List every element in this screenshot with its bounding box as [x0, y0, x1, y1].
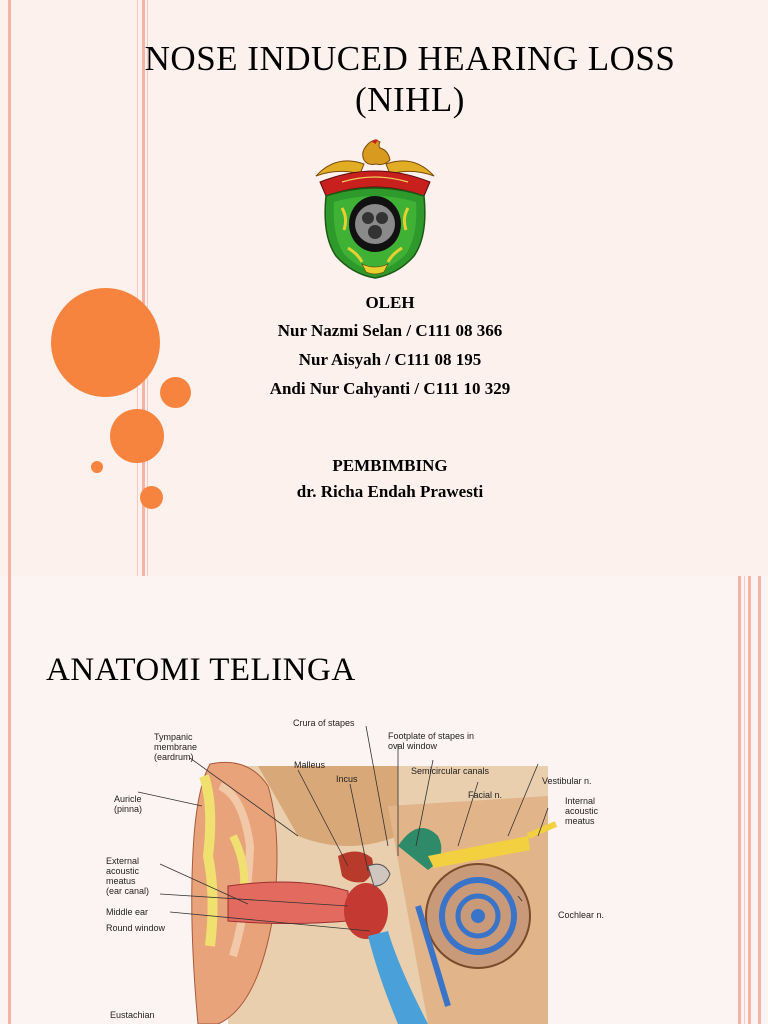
- label-tympanic-1: Tympanic: [154, 732, 193, 742]
- label-cochlear: Cochlear n.: [558, 910, 604, 920]
- title-slide: NOSE INDUCED HEARING LOSS (NIHL) OLEH Nu…: [0, 0, 768, 576]
- label-round-window: Round window: [106, 923, 166, 933]
- supervisor-name: dr. Richa Endah Prawesti: [296, 482, 484, 501]
- label-internal-2: acoustic: [565, 806, 599, 816]
- label-vestibular: Vestibular n.: [542, 776, 592, 786]
- decor-circle: [91, 461, 103, 473]
- ear-anatomy-illustration: Crura of stapes Footplate of stapes in o…: [98, 716, 658, 1024]
- label-external-2: acoustic: [106, 866, 140, 876]
- supervisor-label: PEMBIMBING: [332, 456, 448, 475]
- decor-circle-large: [51, 288, 160, 397]
- label-tympanic-2: membrane: [154, 742, 197, 752]
- label-internal-1: Internal: [565, 796, 595, 806]
- decor-stripe: [744, 576, 745, 1024]
- decor-stripe: [758, 576, 761, 1024]
- title-line-2: (NIHL): [355, 80, 465, 119]
- label-crura: Crura of stapes: [293, 718, 355, 728]
- decor-stripe: [142, 0, 145, 576]
- author-1: Nur Nazmi Selan / C111 08 366: [277, 321, 503, 340]
- decor-circle: [110, 409, 164, 463]
- slide-heading: ANATOMI TELINGA: [46, 652, 356, 688]
- by-label: OLEH: [365, 293, 415, 312]
- label-auricle-1: Auricle: [114, 794, 142, 804]
- presentation-title: NOSE INDUCED HEARING LOSS (NIHL): [90, 38, 730, 120]
- author-3: Andi Nur Cahyanti / C111 10 329: [269, 379, 511, 398]
- label-footplate-1: Footplate of stapes in: [388, 731, 474, 741]
- label-footplate-2: oval window: [388, 741, 438, 751]
- author-2: Nur Aisyah / C111 08 195: [298, 350, 482, 369]
- decor-circle: [160, 377, 191, 408]
- label-middle-ear: Middle ear: [106, 907, 148, 917]
- label-external-3: meatus: [106, 876, 136, 886]
- label-auricle-2: (pinna): [114, 804, 142, 814]
- label-tympanic-3: (eardrum): [154, 752, 194, 762]
- authors-block: OLEH Nur Nazmi Selan / C111 08 366 Nur A…: [200, 290, 580, 403]
- decor-stripe: [147, 0, 148, 576]
- label-eustachian: Eustachian: [110, 1010, 155, 1020]
- label-incus: Incus: [336, 774, 358, 784]
- decor-stripe: [8, 576, 11, 1024]
- decor-stripe: [137, 0, 138, 576]
- title-line-1: NOSE INDUCED HEARING LOSS: [144, 39, 676, 78]
- label-internal-3: meatus: [565, 816, 595, 826]
- anatomy-slide: ANATOMI TELINGA: [0, 576, 768, 1024]
- label-malleus: Malleus: [294, 760, 326, 770]
- decor-stripe: [738, 576, 741, 1024]
- decor-stripe: [8, 0, 11, 576]
- label-external-1: External: [106, 856, 139, 866]
- label-semicircular: Semicircular canals: [411, 766, 490, 776]
- label-external-4: (ear canal): [106, 886, 149, 896]
- supervisor-block: PEMBIMBING dr. Richa Endah Prawesti: [200, 453, 580, 505]
- university-emblem: [315, 139, 435, 279]
- label-facial: Facial n.: [468, 790, 502, 800]
- decor-circle: [140, 486, 163, 509]
- decor-stripe: [748, 576, 751, 1024]
